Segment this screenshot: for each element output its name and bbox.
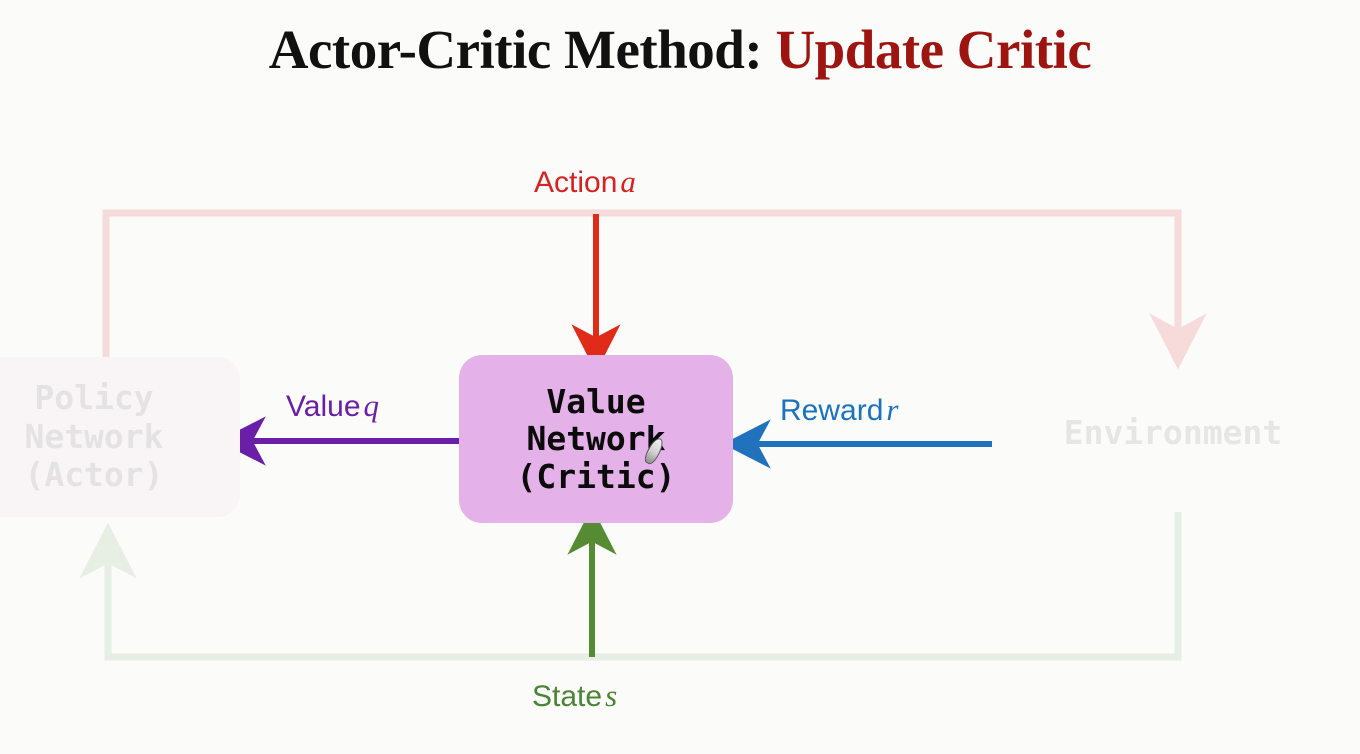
page-title-main: Actor-Critic Method: bbox=[268, 19, 776, 80]
edge-label-action-text: Action bbox=[534, 166, 618, 199]
edge-label-value: Valueq bbox=[286, 388, 379, 424]
edge-label-state: States bbox=[532, 678, 617, 714]
node-policy-network-actor[interactable]: Policy Network (Actor) bbox=[0, 357, 240, 517]
node-critic-line-1: Value bbox=[546, 382, 646, 422]
node-environment[interactable]: Environment bbox=[1063, 413, 1283, 452]
node-critic-line-2: Network bbox=[526, 419, 666, 459]
faded-state-loop-path bbox=[79, 512, 1182, 661]
edge-label-reward: Rewardr bbox=[780, 392, 898, 428]
edge-label-reward-symbol: r bbox=[886, 392, 899, 427]
edge-label-state-text: State bbox=[532, 680, 603, 713]
edge-label-reward-text: Reward bbox=[780, 394, 884, 427]
faded-action-loop-path bbox=[102, 209, 1207, 370]
edge-label-action: Actiona bbox=[534, 164, 636, 200]
node-policy-line-1: Policy bbox=[34, 377, 154, 417]
edge-label-state-symbol: s bbox=[605, 678, 618, 713]
node-policy-line-2: Network bbox=[24, 416, 164, 456]
node-policy-line-3: (Actor) bbox=[24, 455, 164, 495]
page-title-accent: Update Critic bbox=[775, 19, 1092, 80]
node-value-network-critic[interactable]: Value Network (Critic) bbox=[459, 355, 733, 523]
edge-label-action-symbol: a bbox=[620, 164, 636, 199]
page-title: Actor-Critic Method: Update Critic bbox=[0, 18, 1360, 81]
edge-label-value-symbol: q bbox=[363, 388, 380, 423]
edge-label-value-text: Value bbox=[286, 390, 361, 423]
